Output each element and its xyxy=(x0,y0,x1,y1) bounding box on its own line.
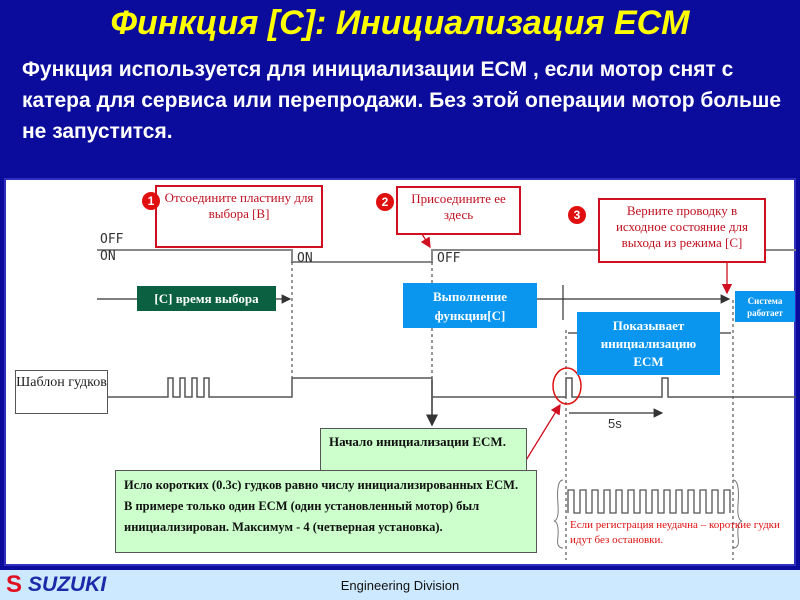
period-axis xyxy=(97,285,731,427)
step2-badge: 2 xyxy=(376,193,394,211)
beep-pattern-label: Шаблон гудков xyxy=(15,370,108,414)
division-label: Engineering Division xyxy=(340,578,460,593)
subtitle: Функция используется для инициализации E… xyxy=(22,58,782,143)
on-state-label: ON xyxy=(297,251,313,266)
continuous-beep-signal xyxy=(567,489,731,514)
step2-callout: Присоедините ее здесь xyxy=(396,186,521,235)
fail-note: Если регистрация неудачна – короткие гуд… xyxy=(570,519,780,546)
beep-count-note: Исло коротких (0.3с) гудков равно числу … xyxy=(115,470,537,553)
left-brace xyxy=(553,479,564,549)
right-brace xyxy=(732,479,743,549)
system-works-box: Система работает xyxy=(735,291,795,322)
function-exec-box: Выполнение функции[C] xyxy=(403,283,537,328)
step3-badge: 3 xyxy=(568,206,586,224)
shows-init-box: Показывает инициализацию ECM xyxy=(577,312,720,375)
brand-logo: SUZUKI xyxy=(28,573,107,596)
interval-label: 5s xyxy=(608,416,622,431)
switch-signal xyxy=(97,249,796,263)
page-title: Финкция [С]: Инициализация ECM xyxy=(110,4,690,42)
suzuki-logo-icon: S xyxy=(6,571,23,598)
on-label: ON xyxy=(100,249,116,264)
beep-signal xyxy=(108,377,796,398)
highlight-circle xyxy=(552,367,582,405)
off-label: OFF xyxy=(100,232,124,247)
step3-callout: Верните проводку в исходное состояние дл… xyxy=(598,198,766,263)
off-state-label: OFF xyxy=(437,251,461,266)
step1-callout: Отсоедините пластину для выбора [B] xyxy=(155,185,323,248)
footer: S SUZUKI Engineering Division xyxy=(0,570,800,600)
select-time-box: [C] время выбора xyxy=(137,286,276,311)
init-start-box: Начало инициализации ECM. xyxy=(320,428,527,472)
step1-badge: 1 xyxy=(142,192,160,210)
